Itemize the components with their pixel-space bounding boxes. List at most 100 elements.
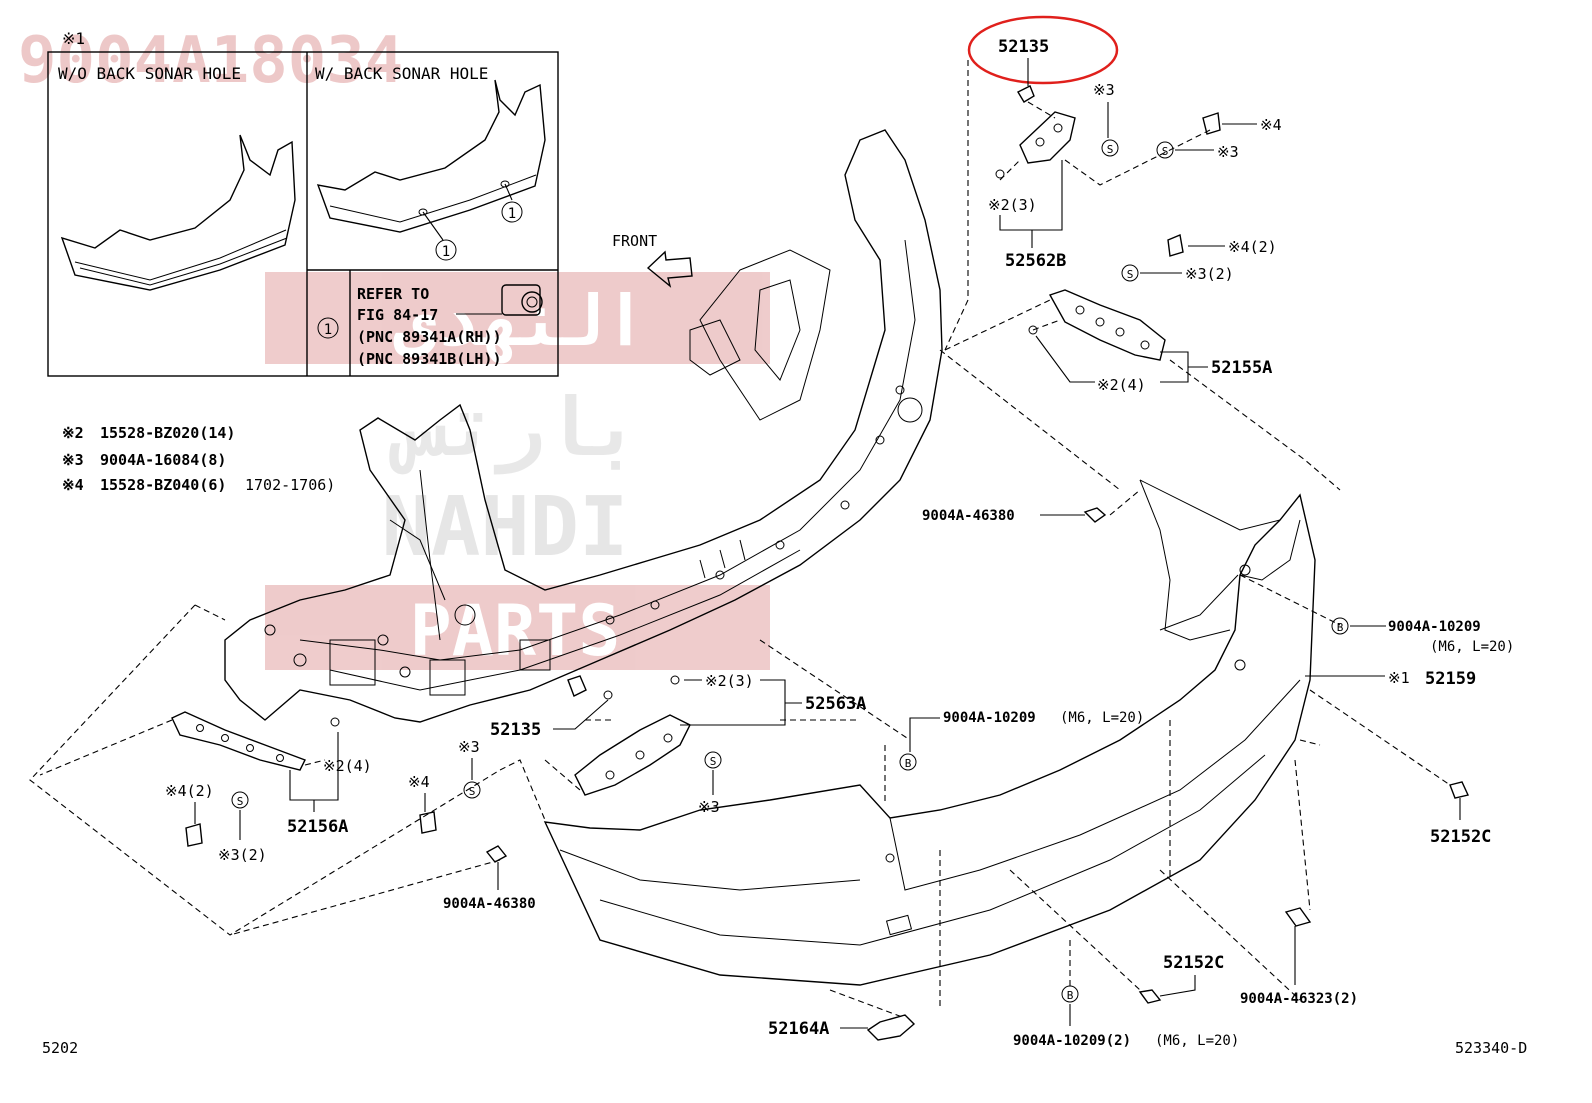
s-symbol — [1121, 264, 1139, 282]
retainer-52562B — [1019, 111, 1076, 164]
bumper-cover-52159 — [543, 479, 1316, 986]
b-symbol — [1331, 617, 1349, 635]
highlight-circle — [967, 15, 1119, 85]
refer-line-1: REFER TO — [357, 285, 429, 303]
callout-circle — [435, 239, 457, 261]
label-note2-4-right: ※2(4) — [1097, 376, 1146, 394]
label-note4-2-top: ※4(2) — [1228, 238, 1277, 256]
tape-pads — [185, 112, 1221, 847]
label-note1: ※1 — [1388, 669, 1410, 687]
label-note3-2-top: ※3(2) — [1185, 265, 1234, 283]
label-52135-top[interactable]: 52135 — [998, 37, 1049, 57]
b-symbol-text: B — [1337, 621, 1344, 634]
callout-number: 1 — [442, 244, 450, 260]
label-note4-2-left: ※4(2) — [165, 782, 214, 800]
label-note2-3-top: ※2(3) — [988, 196, 1037, 214]
label-note3: ※3 — [1093, 81, 1115, 99]
s-symbol — [463, 781, 481, 799]
label-9004A-46323[interactable]: 9004A-46323(2) — [1240, 991, 1358, 1007]
front-direction-indicator: FRONT — [612, 232, 693, 288]
label-9004A-46380-b[interactable]: 9004A-46380 — [443, 896, 536, 912]
retainer-52156A — [171, 711, 306, 771]
label-9004A-10209-right[interactable]: 9004A-10209 — [1388, 619, 1481, 635]
watermark-latin-1: NAHDI — [382, 480, 629, 575]
note-text: 15528-BZ020(14) — [100, 424, 235, 442]
inset-right-title: W/ BACK SONAR HOLE — [315, 64, 488, 83]
clip-52135-top — [1017, 85, 1035, 103]
s-symbol-text: S — [1162, 145, 1169, 158]
callout-circle — [317, 317, 339, 339]
part-labels: 52135 ※3 S ※4 S ※3 ※2(3) 52562B ※4(2) S … — [42, 37, 1527, 1057]
watermark-band-top — [265, 272, 770, 364]
bolts — [330, 169, 1469, 1004]
label-note2-4-left: ※2(4) — [323, 757, 372, 775]
b-symbol — [1061, 985, 1079, 1003]
label-52563A[interactable]: 52563A — [805, 694, 866, 714]
watermark-latin-2: PARTS — [410, 590, 621, 672]
b-symbol-text: B — [905, 757, 912, 770]
bumper-reinforcement — [224, 129, 943, 723]
clip-52135-mid — [567, 675, 587, 697]
note-mark: ※4 — [62, 476, 84, 494]
watermark-band-bottom — [265, 585, 770, 670]
note-text: 9004A-16084(8) — [100, 451, 226, 469]
label-52152C-right[interactable]: 52152C — [1430, 827, 1491, 847]
s-symbol — [231, 791, 249, 809]
label-9004A-10209-bottom[interactable]: 9004A-10209(2) — [1013, 1033, 1131, 1049]
bumper-with-sonar-sketch: 1 1 — [316, 79, 546, 261]
label-note3-2-left: ※3(2) — [218, 846, 267, 864]
label-52164A[interactable]: 52164A — [768, 1019, 829, 1039]
s-symbol-text: S — [237, 795, 244, 808]
s-symbol-text: S — [1127, 268, 1134, 281]
watermark-arabic-2: بارتس — [389, 381, 641, 475]
callout-number: 1 — [324, 322, 332, 338]
inset-box: ※1 W/O BACK SONAR HOLE W/ BACK SONAR HOL… — [47, 29, 559, 377]
label-52135-mid[interactable]: 52135 — [490, 720, 541, 740]
label-9004A-10209-mid[interactable]: 9004A-10209 — [943, 710, 1036, 726]
label-52152C-bottom[interactable]: 52152C — [1163, 953, 1224, 973]
watermark-code: 9004A18034 — [18, 24, 403, 98]
page-id-right: 523340-D — [1455, 1039, 1527, 1057]
label-52562B[interactable]: 52562B — [1005, 251, 1066, 271]
label-note4-low: ※4 — [408, 773, 430, 791]
label-note2-3-mid: ※2(3) — [705, 672, 754, 690]
page-id-left: 5202 — [42, 1039, 78, 1057]
s-symbol-text: S — [469, 785, 476, 798]
s-symbol — [1156, 141, 1174, 159]
refer-line-2: FIG 84-17 — [357, 306, 438, 324]
callout-number: 1 — [508, 206, 516, 222]
bumper-no-sonar-sketch — [60, 134, 296, 291]
note-mark: ※2 — [62, 424, 84, 442]
inset-left-title: W/O BACK SONAR HOLE — [58, 64, 241, 83]
inset-marker: ※1 — [62, 29, 85, 48]
s-symbol-text: S — [1107, 143, 1114, 156]
dashed-leaders — [29, 60, 1451, 1019]
hole-cover-52164A — [866, 1014, 916, 1041]
sonar-sensor-icon — [501, 284, 543, 316]
retainer-52155A — [1048, 289, 1166, 361]
b-symbol-text: B — [1067, 989, 1074, 1002]
label-m6-bottom: (M6, L=20) — [1155, 1033, 1239, 1049]
watermark: 9004A18034 النهدي بارتس NAHDI PARTS — [18, 24, 770, 672]
label-52155A[interactable]: 52155A — [1211, 358, 1272, 378]
label-m6-right: (M6, L=20) — [1430, 639, 1514, 655]
note-text: 15528-BZ040(6) — [100, 476, 226, 494]
refer-line-4: (PNC 89341B(LH)) — [357, 350, 502, 368]
label-note3-low: ※3 — [458, 738, 480, 756]
front-label: FRONT — [612, 232, 657, 250]
s-symbol — [1101, 139, 1119, 157]
label-m6-mid: (M6, L=20) — [1060, 710, 1144, 726]
label-9004A-46380-a[interactable]: 9004A-46380 — [922, 508, 1015, 524]
s-symbol — [704, 751, 722, 769]
b-symbol — [899, 753, 917, 771]
refer-line-3: (PNC 89341A(RH)) — [357, 328, 502, 346]
label-52159[interactable]: 52159 — [1425, 669, 1476, 689]
label-52156A[interactable]: 52156A — [287, 817, 348, 837]
s-symbol-text: S — [710, 755, 717, 768]
callout-circle — [501, 201, 523, 223]
inset-frame — [47, 51, 559, 377]
notes-list: ※2 15528-BZ020(14) ※3 9004A-16084(8) ※4 … — [62, 424, 335, 494]
label-note3-b: ※3 — [1217, 143, 1239, 161]
label-note3-mid: ※3 — [698, 798, 720, 816]
